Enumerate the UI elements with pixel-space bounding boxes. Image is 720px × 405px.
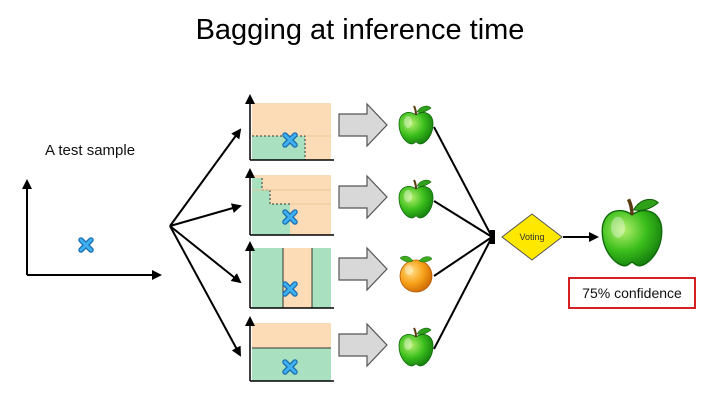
apple-icon [398, 105, 434, 145]
test-sample-marker [81, 240, 91, 250]
model-plot-2 [245, 168, 334, 236]
block-arrows [338, 102, 388, 368]
model-plot-4 [245, 316, 334, 382]
model-plot-3 [245, 241, 334, 309]
page-title: Bagging at inference time [195, 14, 525, 46]
apple-icon [398, 327, 434, 367]
converge-lines [433, 126, 495, 350]
model-plot-1 [245, 94, 334, 161]
test-sample-label: A test sample [45, 142, 136, 159]
confidence-box: 75% confidence [568, 277, 696, 309]
confidence-label: 75% confidence [582, 285, 682, 301]
voting-label: Voting [519, 232, 544, 242]
apple-icon [398, 179, 434, 219]
voting-node: Voting [501, 213, 563, 261]
final-apple-icon [600, 197, 664, 268]
orange-icon [399, 255, 433, 293]
fan-out-arrows [169, 128, 242, 357]
input-plot [22, 179, 162, 280]
